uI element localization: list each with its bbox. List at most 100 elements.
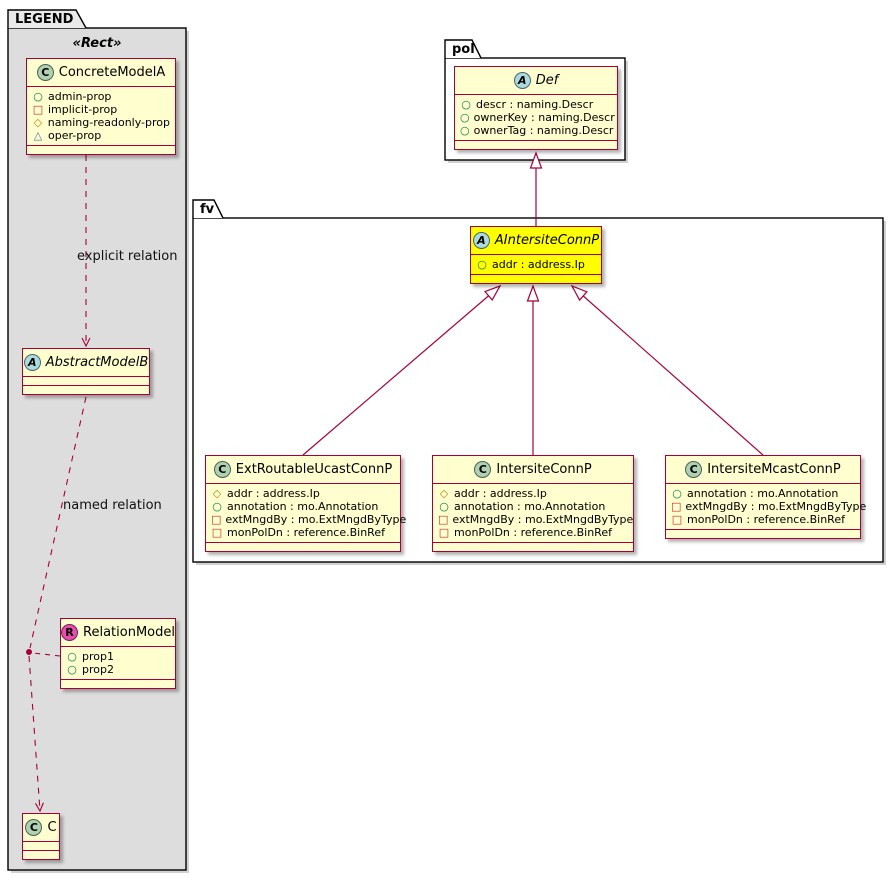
- member-text: addr : address.Ip: [227, 487, 320, 500]
- member-text: addr : address.Ip: [492, 258, 585, 271]
- class-member: addr : address.Ip: [211, 487, 395, 500]
- class-def: A Def descr : naming.Descr ownerKey : na…: [454, 66, 618, 150]
- fv-package-title: fv: [200, 202, 215, 217]
- member-text: annotation : mo.Annotation: [687, 487, 839, 500]
- class-member: prop2: [66, 663, 170, 676]
- member-text: oper-prop: [48, 129, 102, 142]
- class-header: C ExtRoutableUcastConnP: [206, 456, 400, 483]
- class-header: C IntersiteMcastConnP: [666, 456, 860, 483]
- class-spot-icon: C: [474, 461, 492, 478]
- class-name: RelationModel: [83, 625, 175, 640]
- class-fields-empty: [23, 841, 59, 850]
- class-spot-icon: A: [23, 354, 41, 371]
- class-fields: descr : naming.Descr ownerKey : naming.D…: [455, 94, 617, 140]
- visibility-icon: [671, 488, 683, 499]
- visibility-icon: [671, 514, 683, 525]
- legend-stereotype: «Rect»: [72, 36, 122, 51]
- fv-package-tab: [192, 199, 224, 219]
- visibility-icon: [671, 501, 681, 512]
- member-text: descr : naming.Descr: [476, 98, 594, 111]
- relation-junction-dot: [26, 649, 32, 655]
- class-fields: addr : address.Ip annotation : mo.Annota…: [206, 483, 406, 542]
- visibility-icon: [438, 501, 450, 512]
- pol-package-tab: [444, 39, 482, 59]
- pol-package-title: pol: [452, 42, 475, 57]
- visibility-icon: [460, 112, 470, 123]
- visibility-icon: [66, 651, 78, 662]
- class-spot-icon: A: [513, 72, 531, 89]
- member-text: addr : address.Ip: [454, 487, 547, 500]
- class-methods-empty: [433, 542, 633, 551]
- visibility-icon: [211, 514, 221, 525]
- visibility-icon: [32, 117, 44, 128]
- visibility-icon: [32, 91, 44, 102]
- visibility-icon: [460, 125, 470, 136]
- class-member: addr : address.Ip: [438, 487, 628, 500]
- class-relationmodel: R RelationModel prop1 prop2: [60, 618, 176, 689]
- class-header: C IntersiteConnP: [433, 456, 633, 483]
- visibility-icon: [32, 104, 44, 115]
- visibility-icon: [438, 514, 448, 525]
- class-header: A AbstractModelB: [23, 349, 149, 376]
- member-text: ownerTag : naming.Descr: [473, 124, 614, 137]
- member-text: ownerKey : naming.Descr: [473, 111, 615, 124]
- visibility-icon: [211, 527, 223, 538]
- class-header: R RelationModel: [61, 619, 175, 646]
- class-member: extMngdBy : mo.ExtMngdByType: [211, 513, 406, 526]
- class-member: annotation : mo.Annotation: [671, 487, 855, 500]
- class-member: monPolDn : reference.BinRef: [438, 526, 628, 539]
- class-member: ownerTag : naming.Descr: [460, 124, 614, 137]
- class-name: AbstractModelB: [45, 355, 149, 370]
- class-concretemodela: C ConcreteModelA admin-prop implicit-pro…: [26, 58, 176, 155]
- legend-package-body: [7, 27, 187, 871]
- member-text: annotation : mo.Annotation: [454, 500, 606, 513]
- class-fields-empty: [23, 376, 149, 385]
- class-member: extMngdBy : mo.ExtMngdByType: [671, 500, 866, 513]
- class-fields: addr : address.Ip annotation : mo.Annota…: [433, 483, 633, 542]
- named-relation-arrow: [28, 655, 44, 813]
- class-methods-empty: [61, 679, 175, 688]
- explicit-relation-label: explicit relation: [77, 249, 178, 264]
- member-text: implicit-prop: [48, 103, 118, 116]
- class-member: monPolDn : reference.BinRef: [671, 513, 855, 526]
- legend-package-tab: [7, 9, 87, 29]
- visibility-icon: [211, 501, 223, 512]
- class-header: A Def: [455, 67, 617, 94]
- member-text: naming-readonly-prop: [47, 116, 170, 129]
- class-spot-icon: C: [685, 461, 703, 478]
- relationmodel-junction-line: [32, 652, 61, 657]
- member-text: monPolDn : reference.BinRef: [454, 526, 612, 539]
- class-c: C C: [22, 813, 60, 860]
- class-member: ownerKey : naming.Descr: [460, 111, 615, 124]
- class-methods-empty: [23, 385, 149, 394]
- class-spot-icon: A: [472, 232, 490, 249]
- member-text: prop2: [82, 663, 114, 676]
- member-text: extMngdBy : mo.ExtMngdByType: [685, 500, 867, 513]
- member-text: prop1: [82, 650, 114, 663]
- generalization-intersitemcast-aintersiteconnp: [570, 284, 764, 456]
- class-abstractmodelb: A AbstractModelB: [22, 348, 150, 395]
- class-methods-empty: [27, 145, 175, 154]
- class-intersitemcastconnp: C IntersiteMcastConnP annotation : mo.An…: [665, 455, 866, 539]
- visibility-icon: [66, 664, 78, 675]
- class-header: A AIntersiteConnP: [471, 227, 601, 254]
- class-methods-empty: [455, 140, 617, 149]
- class-member: annotation : mo.Annotation: [438, 500, 628, 513]
- class-aintersiteconnp: A AIntersiteConnP addr : address.Ip: [470, 226, 602, 284]
- class-member: addr : address.Ip: [476, 258, 596, 271]
- visibility-icon: [460, 99, 472, 110]
- class-extroutableucastconnp: C ExtRoutableUcastConnP addr : address.I…: [205, 455, 406, 552]
- class-member: descr : naming.Descr: [460, 98, 612, 111]
- class-member: annotation : mo.Annotation: [211, 500, 395, 513]
- member-text: monPolDn : reference.BinRef: [687, 513, 845, 526]
- visibility-icon: [438, 527, 450, 538]
- class-methods-empty: [23, 850, 59, 859]
- member-text: monPolDn : reference.BinRef: [227, 526, 385, 539]
- visibility-icon: [211, 488, 223, 499]
- class-spot-icon: C: [25, 819, 43, 836]
- legend-package-title: LEGEND: [15, 12, 74, 27]
- class-member: naming-readonly-prop: [32, 116, 170, 129]
- class-methods-empty: [666, 529, 860, 538]
- class-header: C C: [23, 814, 59, 841]
